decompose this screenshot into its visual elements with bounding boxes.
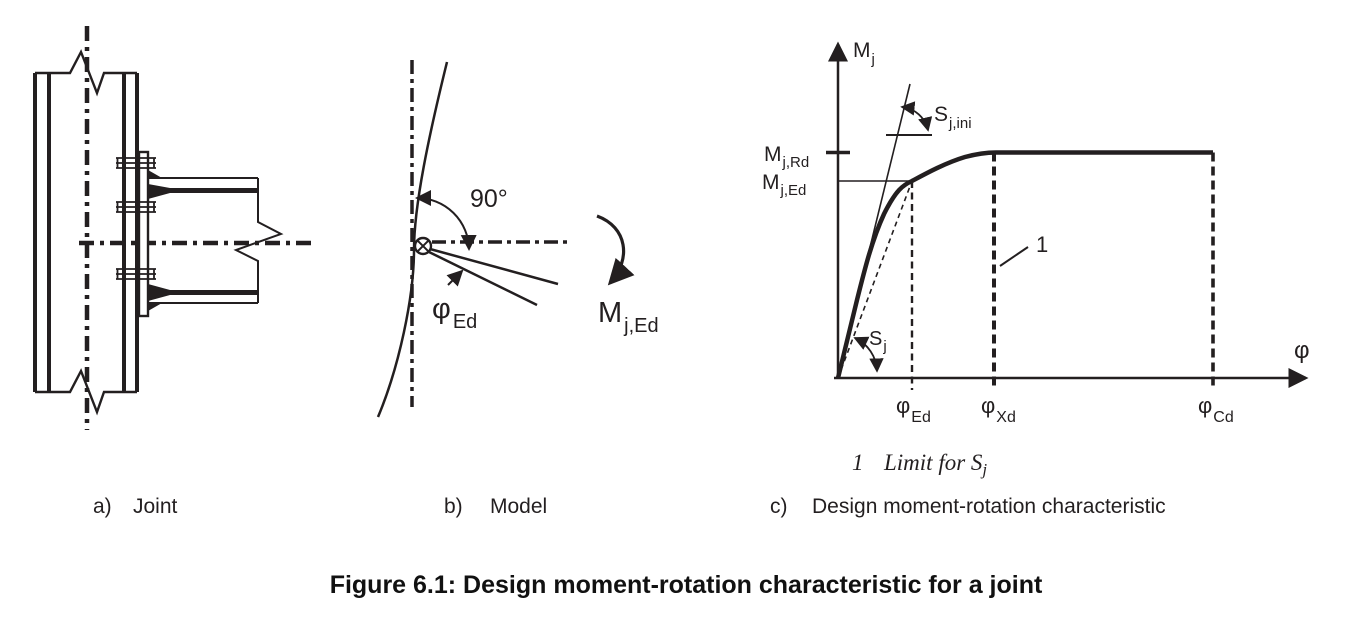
bolt-row-2	[116, 201, 156, 213]
phi-ed-arrow	[446, 269, 464, 287]
bolts	[116, 157, 156, 280]
caption-a: a)Joint	[93, 495, 178, 518]
weld-top	[148, 170, 162, 178]
phi-cd-tick-label: φCd	[1198, 393, 1234, 426]
beam-break	[233, 193, 284, 290]
caption-b: b)Model	[444, 495, 547, 518]
bolt-row-1	[116, 157, 156, 169]
weld-bottom	[148, 303, 162, 311]
beam-top-flange	[148, 184, 258, 199]
sj-angle-arc	[853, 336, 884, 373]
beam-bottom-flange-edge	[148, 290, 259, 304]
mj-ed-label: Mj,Ed	[762, 171, 806, 199]
phi-ed-tick-label: φEd	[896, 393, 931, 426]
column-top-break	[35, 49, 137, 97]
y-axis-label: Mj	[853, 39, 875, 68]
column	[33, 49, 139, 416]
sj-secant-line	[837, 180, 913, 379]
moment-arrow	[596, 214, 635, 286]
phi-xd-tick-label: φXd	[981, 393, 1016, 426]
angle-90-arc	[415, 190, 477, 251]
ref1-leader-line	[999, 246, 1029, 267]
figure-caption: Figure 6.1: Design moment-rotation chara…	[330, 571, 1043, 599]
caption-c: c)Design moment-rotation characteristic	[770, 495, 1166, 518]
moment-rotation-chart: Mj φ Mj,Rd Mj,Ed Sj,ini Sj φEd φXd φCd 1…	[762, 39, 1310, 479]
moment-rotation-curve	[835, 150, 1213, 379]
joint-drawing	[33, 26, 313, 430]
angle-90-label: 90°	[470, 185, 508, 213]
sj-label: Sj	[869, 328, 887, 355]
bolt-row-3	[116, 268, 156, 280]
mj-rd-label: Mj,Rd	[764, 143, 809, 171]
sj-ini-angle-arc	[900, 101, 933, 132]
beam-axis-lower	[428, 250, 538, 307]
beam-bottom-flange	[148, 284, 258, 301]
x-axis-label: φ	[1294, 337, 1310, 364]
joint-node	[413, 236, 433, 256]
sj-ini-label: Sj,ini	[934, 103, 972, 132]
ref1-label: 1	[1036, 232, 1048, 257]
beam	[148, 170, 284, 311]
beam-axis-upper	[429, 247, 559, 286]
deformed-column-curve	[376, 61, 449, 418]
panel-captions: a)Joint b)Model c)Design moment-rotation…	[93, 495, 1166, 518]
end-plate	[137, 150, 150, 318]
